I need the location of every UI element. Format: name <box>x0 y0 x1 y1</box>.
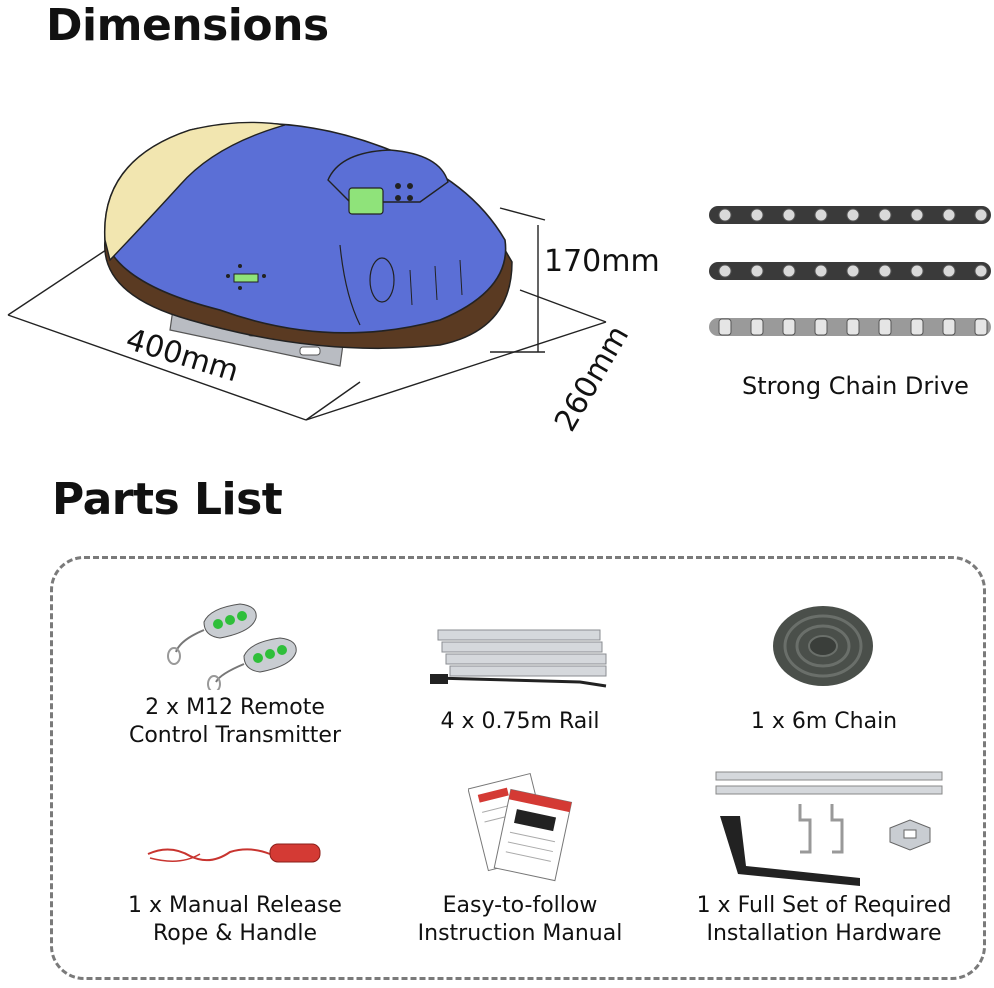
part-manual-line1: Easy-to-follow <box>442 893 598 918</box>
part-rail-caption: 4 x 0.75m Rail <box>440 709 600 734</box>
part-chain-caption: 1 x 6m Chain <box>750 709 898 734</box>
part-rope-line1: 1 x Manual Release <box>128 893 342 918</box>
parts-list-title: Parts List <box>52 474 283 525</box>
part-hardware-caption: 1 x Full Set of Required Installation Ha… <box>694 892 954 948</box>
part-rope-line2: Rope & Handle <box>153 921 317 946</box>
part-manual-caption: Easy-to-follow Instruction Manual <box>410 892 630 948</box>
part-manual-line2: Instruction Manual <box>417 921 623 946</box>
release-rope-icon <box>147 843 321 863</box>
part-remote-caption: 2 x M12 Remote Control Transmitter <box>110 694 360 750</box>
part-hardware-line2: Installation Hardware <box>706 921 942 946</box>
height-dimension-label: 170mm <box>544 244 660 279</box>
rail-icon <box>430 629 607 688</box>
part-remote-line1: 2 x M12 Remote <box>145 695 325 720</box>
remote-control-icon <box>167 603 297 690</box>
chain-drive-caption: Strong Chain Drive <box>742 372 969 400</box>
parts-list-frame <box>50 556 986 980</box>
chain-drive-icon <box>709 206 991 336</box>
part-remote-line2: Control Transmitter <box>128 723 342 748</box>
motor-unit-drawing <box>7 121 607 421</box>
part-rope-caption: 1 x Manual Release Rope & Handle <box>110 892 360 948</box>
manual-icon <box>468 772 573 882</box>
hardware-icon <box>715 771 943 886</box>
chain-coil-icon <box>773 606 873 686</box>
part-hardware-line1: 1 x Full Set of Required <box>696 893 952 918</box>
dimensions-title: Dimensions <box>46 0 329 51</box>
